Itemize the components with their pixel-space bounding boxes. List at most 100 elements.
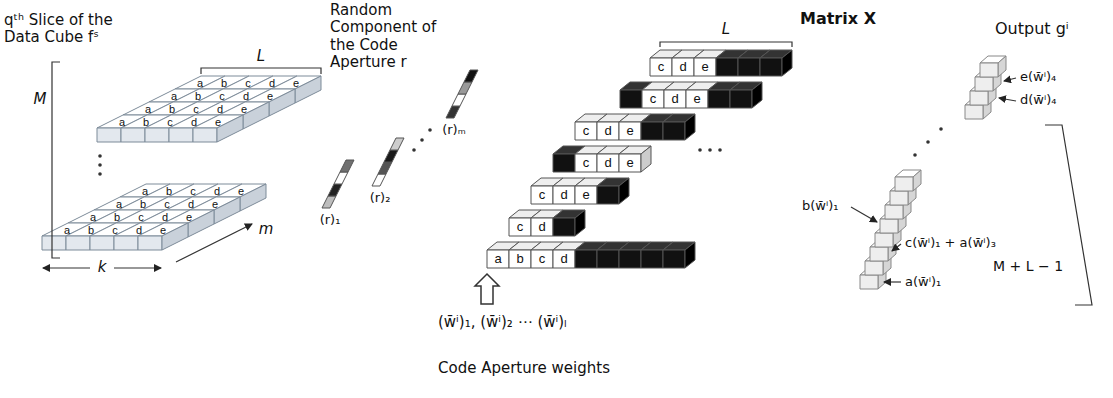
matrix-title: Matrix X: [800, 10, 876, 28]
matrix-side: [685, 242, 695, 268]
dimension-bracket: [1045, 125, 1092, 305]
matrix-cell: [509, 250, 531, 268]
cell-letter: c: [245, 76, 251, 89]
matrix-cell: [619, 250, 641, 268]
ellipsis-dot: [98, 154, 102, 158]
matrix-cell: [730, 90, 752, 108]
matrix-entry: c: [583, 124, 590, 139]
cell-letter: e: [238, 184, 244, 197]
matrix-cell: [531, 250, 553, 268]
matrix-side: [575, 210, 585, 236]
cell-letter: e: [267, 89, 273, 102]
dimension-label: M + L − 1: [993, 258, 1063, 274]
output-cell: [885, 205, 903, 219]
dimension-label: M: [34, 91, 47, 108]
cell-letter: c: [164, 197, 170, 210]
cell-letter: d: [188, 197, 194, 210]
cell-letter: a: [119, 115, 125, 128]
matrix-cell: [575, 122, 597, 140]
matrix-entry: e: [582, 188, 589, 203]
cell-letter: d: [191, 115, 197, 128]
output-entry-label: c(w̄ⁱ)₁ + a(w̄ⁱ)₃: [905, 236, 996, 251]
matrix-cell: [619, 122, 641, 140]
cell-letter: c: [193, 102, 199, 115]
cell-letter: a: [64, 223, 70, 236]
cell-letter: a: [90, 210, 96, 223]
matrix-entry: d: [604, 156, 611, 171]
cell-letter: b: [169, 102, 175, 115]
cell-letter: a: [197, 76, 203, 89]
cell-letter: b: [166, 184, 172, 197]
output-cell: [975, 77, 993, 91]
matrix-entry: e: [693, 92, 700, 107]
matrix-entry: d: [604, 124, 611, 139]
weights-label: (w̄ⁱ)₁, (w̄ⁱ)₂ ⋯ (w̄ⁱ)ₗ: [438, 314, 567, 331]
dimension-label: m: [259, 221, 274, 238]
ellipsis-dot: [428, 128, 432, 132]
output-cell: [875, 233, 893, 247]
matrix-cell: [597, 186, 619, 204]
cell-letter: a: [171, 89, 177, 102]
cell-letter: e: [241, 102, 247, 115]
dimension-bracket: [201, 68, 321, 74]
matrix-entry: d: [560, 252, 567, 267]
cube-cell-front: [90, 236, 114, 250]
matrix-side: [619, 178, 629, 204]
ellipsis-dot: [913, 153, 917, 157]
matrix-cell: [664, 90, 686, 108]
matrix-cell: [575, 186, 597, 204]
matrix-cell: [553, 218, 575, 236]
cell-letter: e: [212, 197, 218, 210]
cube-cell-front: [169, 128, 193, 142]
output-cell: [860, 275, 878, 289]
matrix-cell: [575, 154, 597, 172]
ellipsis-dot: [420, 138, 424, 142]
matrix-entry: e: [701, 60, 708, 75]
ellipsis-dot: [708, 148, 712, 152]
aperture-tile: [446, 106, 460, 118]
cell-letter: e: [160, 223, 166, 236]
matrix-entry: c: [539, 188, 546, 203]
output-entry-label: a(w̄ⁱ)₁: [905, 275, 941, 290]
output-cell: [980, 63, 998, 77]
matrix-entry: d: [538, 220, 545, 235]
matrix-cell: [760, 58, 782, 76]
matrix-side: [752, 82, 762, 108]
matrix-cell: [531, 218, 553, 236]
aperture-entry-label: (r)₁: [320, 213, 341, 228]
cell-letter: c: [112, 223, 118, 236]
matrix-entry: d: [560, 188, 567, 203]
cell-letter: d: [243, 89, 249, 102]
matrix-entry: c: [583, 156, 590, 171]
output-cell-side: [998, 56, 1006, 77]
aperture-tile: [322, 196, 336, 208]
ellipsis-dot: [926, 140, 930, 144]
matrix-entry: b: [516, 252, 523, 267]
dimension-label: L: [257, 48, 265, 65]
dimension-bracket: [660, 42, 792, 47]
ellipsis-dot: [412, 148, 416, 152]
aperture-tile: [378, 162, 392, 174]
cube-cell-front: [66, 236, 90, 250]
matrix-cell: [509, 218, 531, 236]
dimension-label: L: [722, 21, 730, 38]
matrix-cell: [641, 122, 663, 140]
matrix-entry: c: [517, 220, 524, 235]
hollow-arrow: [475, 274, 499, 304]
aperture-tile: [340, 160, 354, 172]
cell-letter: c: [167, 115, 173, 128]
output-cell-side: [913, 170, 921, 191]
output-title: Output gⁱ: [995, 20, 1069, 38]
cell-letter: e: [186, 210, 192, 223]
leader-arrow: [1004, 78, 1016, 81]
matrix-cell: [663, 122, 685, 140]
cube-cell-front: [138, 236, 162, 250]
matrix-entry: c: [539, 252, 546, 267]
matrix-entry: c: [658, 60, 665, 75]
cell-letter: d: [217, 102, 223, 115]
matrix-side: [685, 114, 695, 140]
output-cell: [865, 261, 883, 275]
matrix-cell: [642, 90, 664, 108]
weights-caption: Code Aperture weights: [438, 360, 610, 377]
